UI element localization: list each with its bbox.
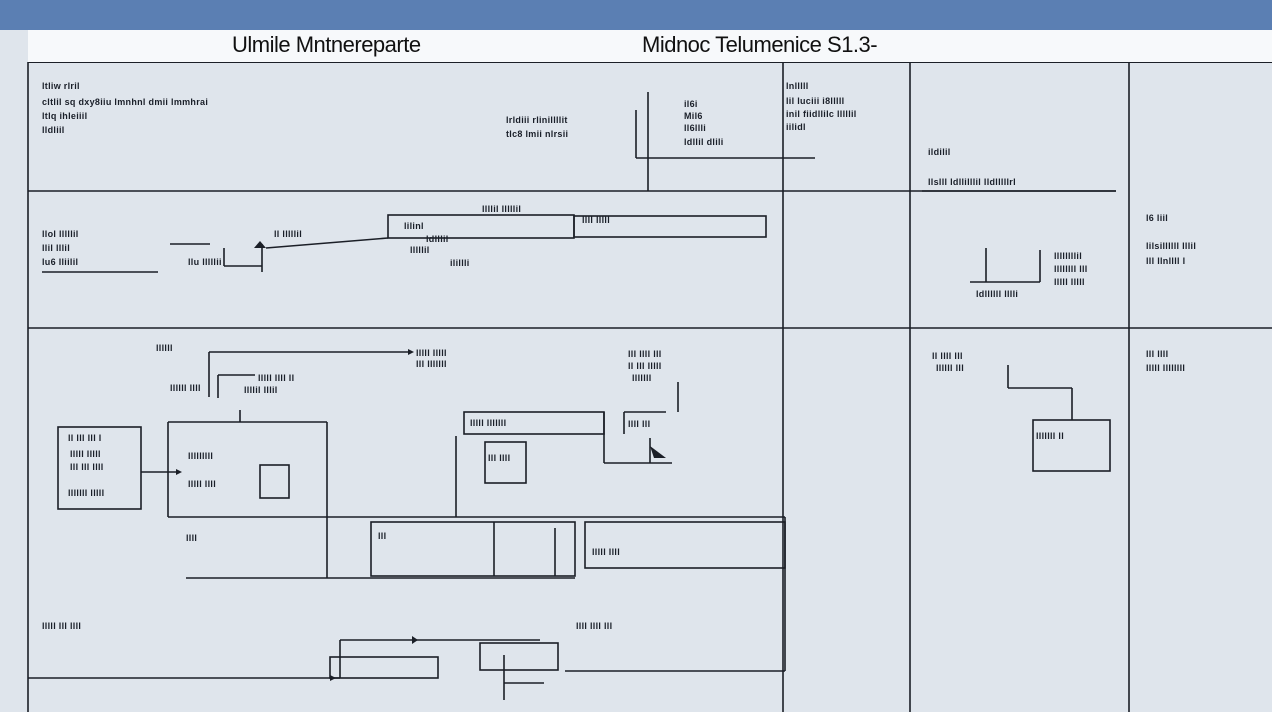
process-box <box>479 642 559 671</box>
diagram-label: lll <box>378 531 387 541</box>
diagram-label: inil fiidllilc lllllil <box>786 109 857 119</box>
diagram-label: lllll lllll <box>1054 277 1085 287</box>
diagram-label: llllllllil <box>1054 251 1083 261</box>
process-box <box>584 521 786 569</box>
diagram-label: llll lll <box>628 419 651 429</box>
diagram-label: lll llll <box>1146 349 1169 359</box>
diagram-label: ll lll lllll <box>628 361 662 371</box>
process-box <box>329 656 439 679</box>
diagram-label: cltlil sq dxy8iiu lmnhnl dmii lmmhrai <box>42 97 209 107</box>
connector-line <box>265 237 389 249</box>
diagram-label: lllll llll <box>188 479 217 489</box>
diagram-label: llol lllllil <box>42 229 79 239</box>
diagram-label: iilidl <box>786 122 806 132</box>
diagram-label: lllll lllll <box>416 348 447 358</box>
diagram-label: lllll llll <box>592 547 621 557</box>
diagram-label: lilsillllll lllil <box>1146 241 1197 251</box>
diagram-label: lllll lllll <box>70 449 101 459</box>
diagram-label: tlc8 lmii nlrsii <box>506 129 569 139</box>
diagram-label: lrldiii rlinillllit <box>506 115 568 125</box>
diagram-label: ll6llli <box>684 123 707 133</box>
process-box <box>259 464 290 499</box>
diagram-label: ltlq ihleiiil <box>42 111 88 121</box>
diagram-label: lil luciii i8lllll <box>786 96 845 106</box>
diagram-title-left: Ulmile Mntnereparte <box>232 32 421 57</box>
process-box <box>484 441 527 484</box>
diagram-label: lll llnllll l <box>1146 256 1186 266</box>
diagram-label: ilillli <box>450 258 470 268</box>
diagram-label: il6i <box>684 99 698 109</box>
diagram-label: lllll lll llll <box>42 621 82 631</box>
diagram-label: llllllll lll <box>1054 264 1088 274</box>
diagram-label: lllll llllllll <box>1146 363 1186 373</box>
diagram-label: lu6 lliilil <box>42 257 79 267</box>
arrow-head <box>330 675 336 681</box>
diagram-label: lllllll <box>632 373 652 383</box>
diagram-label: ll lll lll l <box>68 433 102 443</box>
diagram-label: ltliw rlril <box>42 81 80 91</box>
diagram-label: lll lllllll <box>416 359 447 369</box>
diagram-title-right: Midnoc Telumenice S1.3- <box>642 32 878 57</box>
diagram-label: lllll lllllll <box>470 418 507 428</box>
arrow-head <box>254 241 266 248</box>
diagram-label: ll llll lll <box>932 351 963 361</box>
diagram-label: ll lllllil <box>274 229 303 239</box>
arrow-head <box>650 446 666 458</box>
diagram-label: lldliil <box>42 125 65 135</box>
arrow-head <box>176 469 182 475</box>
process-box <box>57 426 142 510</box>
diagram-label: lllllil <box>410 245 430 255</box>
process-box <box>370 521 576 577</box>
diagram-label: lnlllll <box>786 81 809 91</box>
diagram-label: lilinl <box>404 221 424 231</box>
diagram-label: llllil lllllil <box>482 204 522 214</box>
diagram-label: lll llll <box>488 453 511 463</box>
diagram-label: llllil lllil <box>244 385 278 395</box>
window-top-bar <box>0 0 1272 30</box>
diagram-label: lllllll lllll <box>68 488 105 498</box>
diagram-label: lllll llll ll <box>258 373 295 383</box>
process-box <box>573 215 767 238</box>
diagram-label: llllll <box>156 343 173 353</box>
title-band: Ulmile Mntnereparte Midnoc Telumenice S1… <box>28 30 1272 63</box>
diagram-label: llllll lll <box>936 363 965 373</box>
diagram-label: Mil6 <box>684 111 703 121</box>
diagram-label: lll lll llll <box>70 462 104 472</box>
diagram-label: ldllllll lllli <box>976 289 1019 299</box>
diagram-label: l6 liil <box>1146 213 1169 223</box>
diagram-label: llu lllllii <box>188 257 222 267</box>
diagram-label: llllll llll <box>170 383 201 393</box>
diagram-label: llslll ldllilllil lldlllllrl <box>928 177 1016 187</box>
arrow-head <box>412 636 418 644</box>
diagram-label: ildilil <box>928 147 951 157</box>
diagram-label: llil lllil <box>42 243 71 253</box>
diagram-label: lll llll lll <box>628 349 662 359</box>
arrow-head <box>408 349 414 355</box>
diagram-label: ldlllil <box>426 234 449 244</box>
diagram-label: llll <box>186 533 198 543</box>
diagram-label: lllllllll <box>188 451 214 461</box>
diagram-label: llll llll lll <box>576 621 613 631</box>
process-box <box>1032 419 1111 472</box>
diagram-label: lllllll ll <box>1036 431 1065 441</box>
diagram-label: ldllil dlili <box>684 137 724 147</box>
diagram-label: llll lllll <box>582 215 611 225</box>
